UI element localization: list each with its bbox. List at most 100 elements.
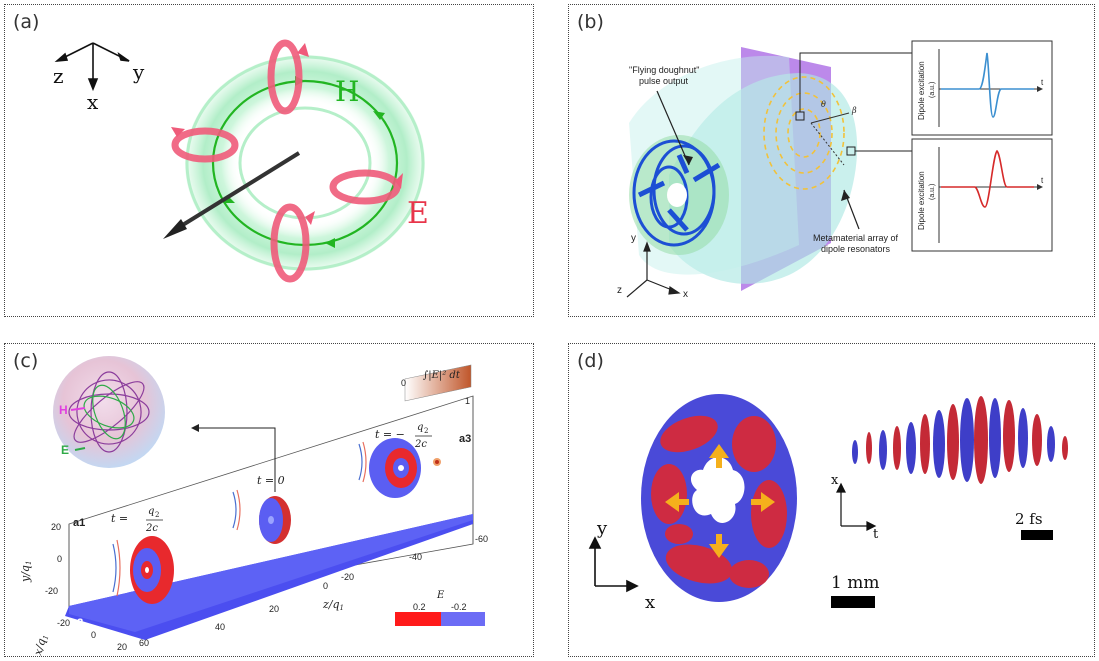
svg-text:-60: -60	[475, 534, 488, 544]
svg-text:t =: t =	[111, 512, 128, 525]
propagation-arrow	[171, 151, 301, 233]
trace-bottom	[941, 149, 1034, 208]
y-ticks: 20 0 -20	[45, 522, 62, 596]
inset-bottom-ylabel: Dipole excitation	[917, 171, 926, 230]
svg-text:0: 0	[91, 630, 96, 640]
svg-text:0: 0	[323, 581, 328, 591]
scale-mm-label: 1 mm	[831, 573, 879, 593]
inset-bottom-unit: (a.u.)	[929, 184, 936, 200]
z-ticks: -60 -40 -20 0 20 40 60	[139, 534, 488, 648]
torus-body	[185, 55, 425, 271]
x-ticks: -20 0 20	[57, 618, 127, 652]
toroid-diagram: z y x H E	[53, 39, 429, 283]
meta-label-1: Metamaterial array of	[813, 233, 899, 243]
e-label: E	[61, 443, 69, 457]
svg-text:t = −: t = −	[375, 428, 405, 441]
axis-y-label: y	[631, 233, 636, 244]
panel-label: (b)	[577, 11, 604, 33]
svg-text:q: q	[148, 506, 154, 517]
field-sphere	[53, 356, 165, 468]
t0-label: t = 0	[257, 474, 285, 487]
a3-label: a3	[459, 433, 471, 445]
experiment-isosurface: y x 1 mm	[588, 394, 1068, 613]
scale-fs-bar	[1021, 530, 1053, 540]
svg-text:2c: 2c	[414, 439, 427, 450]
pulse-arrows	[637, 153, 721, 232]
inset-top-ylabel: Dipole excitation	[917, 61, 926, 120]
colorbar-bottom-blue	[441, 612, 485, 626]
inset-top	[911, 40, 1053, 136]
theta-label: θ	[821, 100, 826, 109]
pulse-label-1: "Flying doughnut"	[629, 65, 699, 75]
z-axis-label: z/q1	[322, 598, 344, 612]
svg-text:2: 2	[424, 427, 428, 435]
pulse-label-2: pulse output	[639, 76, 689, 86]
svg-text:-20: -20	[341, 572, 354, 582]
projections	[112, 441, 367, 597]
panel-b: (b) "Flying doughnut" pulse output	[568, 4, 1095, 317]
svg-text:2: 2	[155, 511, 159, 519]
svg-text:q: q	[417, 422, 423, 433]
panel-label: (a)	[13, 11, 40, 33]
axis-x-label: x	[683, 289, 688, 300]
beta-label: β	[851, 106, 857, 115]
t-plus-label: t = q 2 2c	[111, 506, 163, 534]
axis-z-label: z	[617, 285, 622, 296]
svg-text:20: 20	[269, 604, 279, 614]
h-label: H	[59, 403, 68, 417]
svg-text:40: 40	[215, 622, 225, 632]
doughnut-hole	[690, 457, 745, 523]
axis-x-label: x	[87, 90, 99, 114]
axis-left	[588, 536, 639, 593]
pulse-t0	[259, 496, 291, 544]
svg-text:-20: -20	[57, 618, 70, 628]
axis-y-label: y	[596, 518, 608, 539]
pulse-a3	[369, 438, 421, 498]
axis-triad	[54, 42, 130, 92]
e-field-label: E	[407, 196, 429, 231]
e-field-rings	[171, 39, 401, 283]
panel-d: (d) y x 1 mm	[568, 343, 1095, 657]
inset-bottom-t: t	[1041, 176, 1044, 185]
cbar-bot-right: -0.2	[451, 602, 467, 612]
axis-x-label: x	[645, 592, 655, 613]
svg-text:20: 20	[51, 522, 61, 532]
x-axis-label: x/q1	[31, 633, 50, 657]
trace-top	[941, 52, 1034, 118]
scale-fs-label: 2 fs	[1015, 510, 1043, 528]
cbar-top-min: 0	[401, 378, 406, 388]
sphere-loops	[68, 371, 150, 453]
doughnut-red-patches	[651, 415, 787, 588]
axis-x2-label: x	[831, 473, 839, 488]
svg-text:-20: -20	[45, 586, 58, 596]
colorbar-bottom-red	[395, 612, 441, 626]
panel-c: (c)	[4, 343, 534, 657]
y-axis-label: y/q1	[19, 561, 33, 583]
axis-z-label: z	[53, 64, 64, 88]
h-field-label: H	[335, 75, 359, 108]
resonator-rings	[763, 76, 845, 190]
axis-triad	[626, 241, 681, 298]
inset-bottom	[911, 138, 1053, 252]
simulation-3d-plot: H E t = 0 t = q 2 2c t = − q 2 2c a1 a2 …	[19, 356, 488, 657]
cbar-bot-title: E	[436, 590, 445, 601]
pulse-train	[852, 396, 1068, 484]
cbar-top-title: ∫|E|² dt	[423, 370, 461, 381]
svg-text:-40: -40	[409, 552, 422, 562]
axis-right	[836, 482, 877, 531]
svg-text:0: 0	[57, 554, 62, 564]
inset-top-t: t	[1041, 78, 1044, 87]
svg-text:20: 20	[117, 642, 127, 652]
pulse-a1	[130, 536, 174, 604]
meta-label-2: dipole resonators	[821, 244, 891, 254]
svg-text:60: 60	[139, 638, 149, 648]
cbar-bot-left: 0.2	[413, 602, 426, 612]
pulse-loops	[632, 139, 716, 247]
expansion-arrows	[665, 444, 775, 558]
panel-label: (c)	[13, 350, 39, 372]
metamaterial-diagram: "Flying doughnut" pulse output Metamater…	[617, 40, 1053, 300]
a1-label: a1	[73, 517, 85, 529]
axis-t-label: t	[873, 527, 879, 542]
inset-top-unit: (a.u.)	[929, 82, 936, 98]
a2-label: a2	[71, 617, 83, 629]
